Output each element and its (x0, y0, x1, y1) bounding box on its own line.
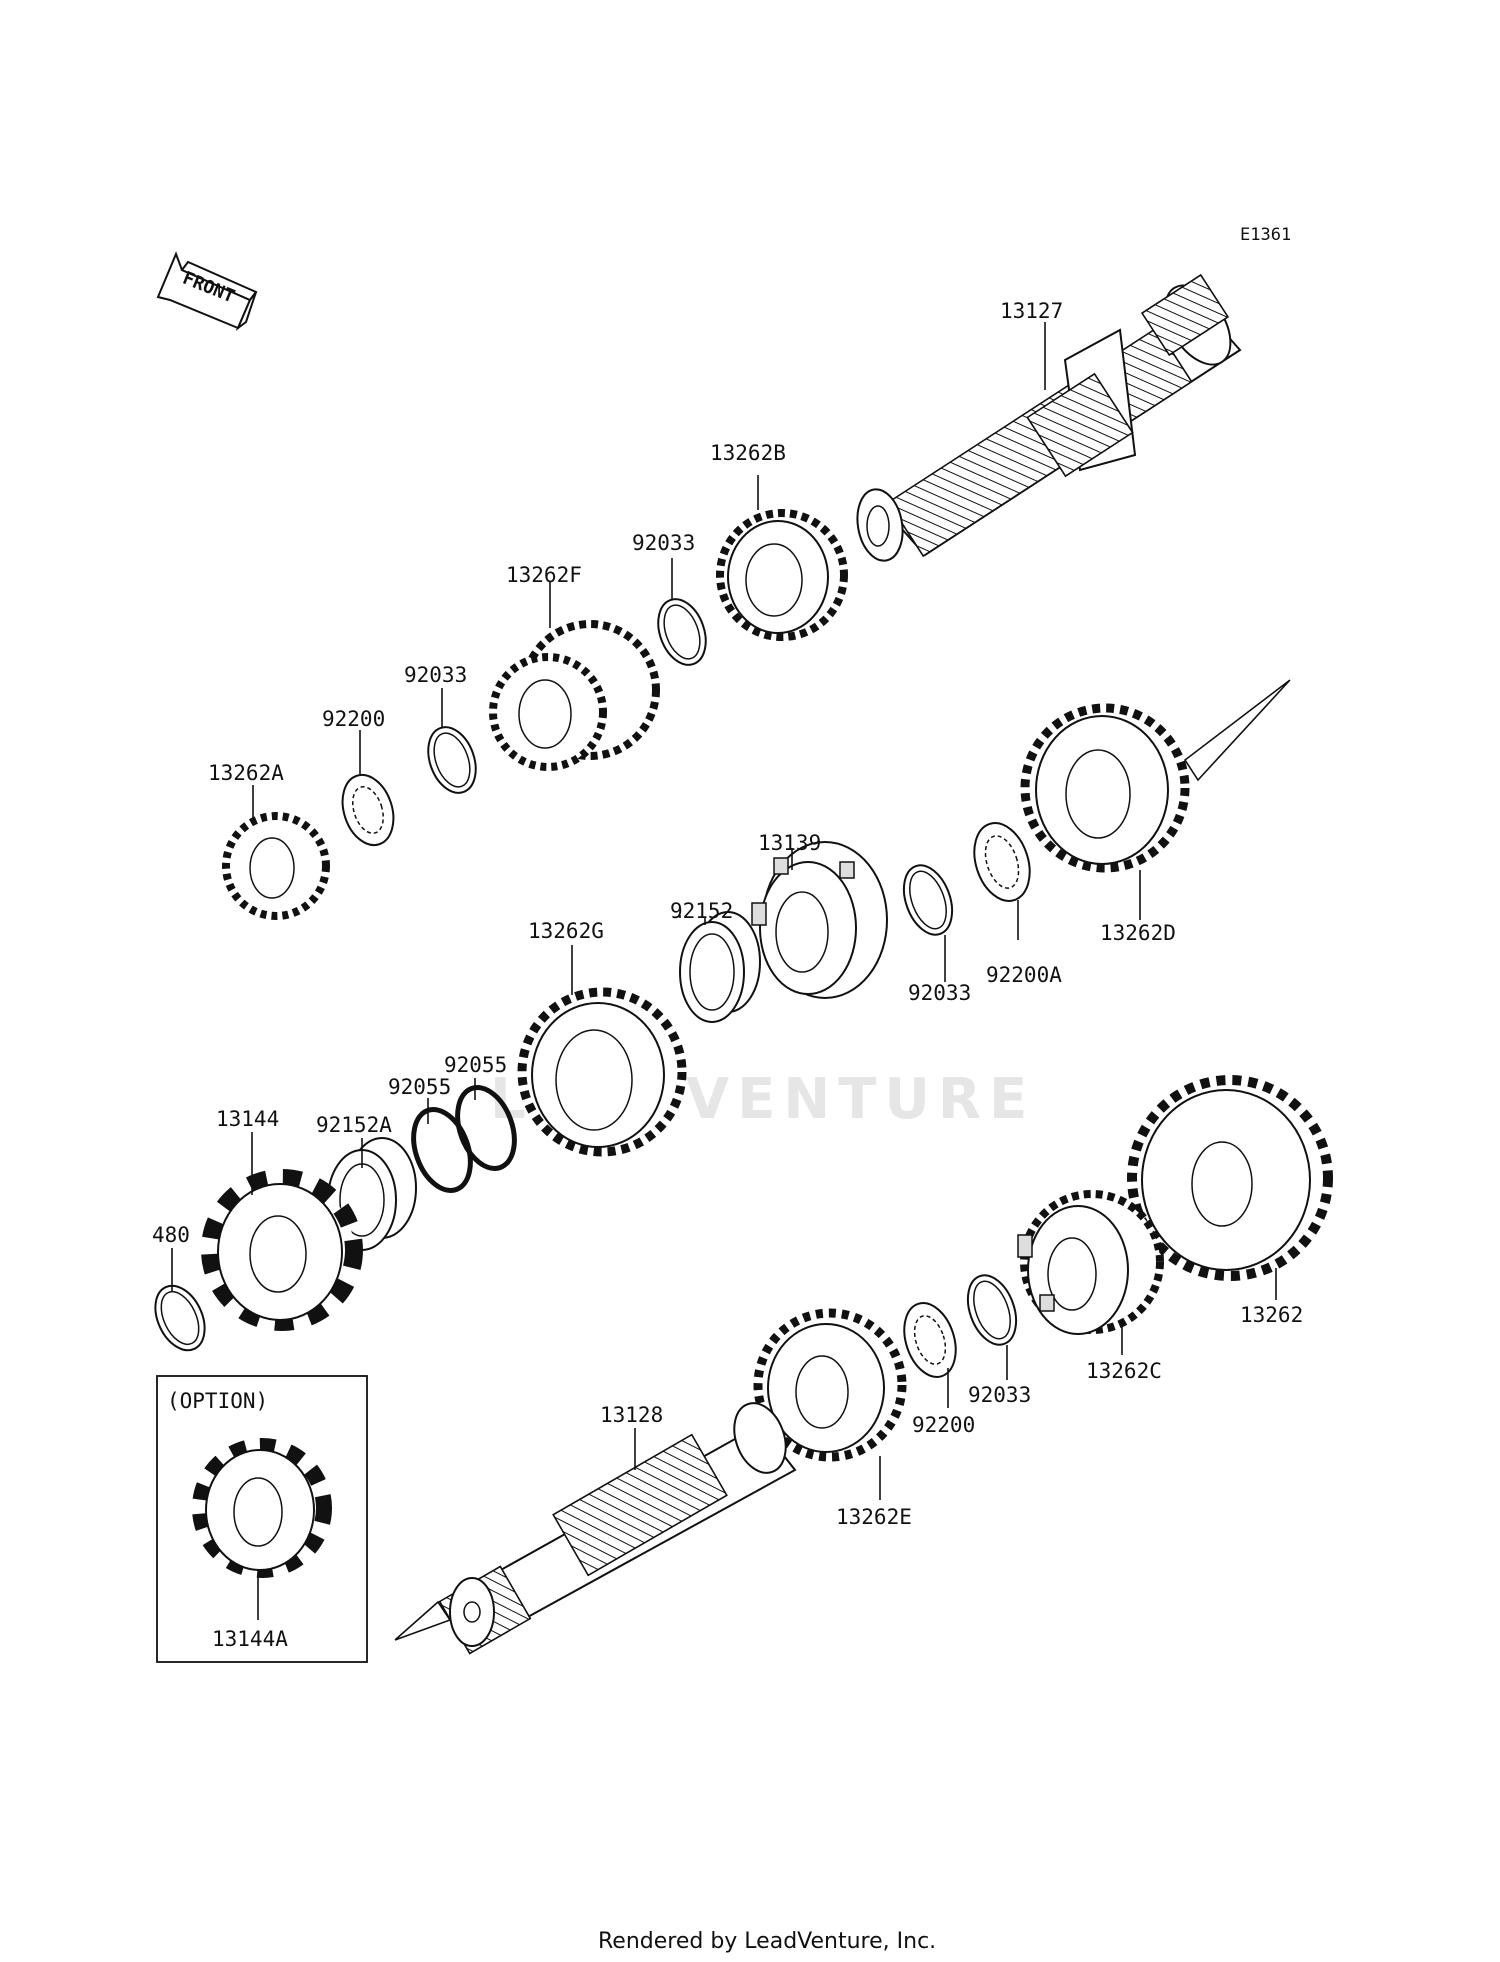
option-label: (OPTION) (167, 1389, 268, 1413)
circlip-92033-left (427, 726, 477, 794)
gear-13262F (489, 620, 660, 771)
label-92200A: 92200A (986, 963, 1062, 987)
label-92033-left: 92033 (404, 663, 467, 687)
circlip-92033-upper (657, 598, 707, 666)
label-92152: 92152 (670, 899, 733, 923)
label-92200-upper: 92200 (322, 707, 385, 731)
footer-credit: Rendered by LeadVenture, Inc. (598, 1929, 936, 1954)
label-13262E: 13262E (836, 1505, 912, 1529)
label-92033-middle: 92033 (908, 981, 971, 1005)
label-13262: 13262 (1240, 1303, 1303, 1327)
washer-92200-upper (341, 773, 395, 847)
label-13127: 13127 (1000, 299, 1063, 323)
label-92033-lower: 92033 (968, 1383, 1031, 1407)
label-13262F: 13262F (506, 563, 582, 587)
circlip-92033-middle (902, 864, 954, 936)
label-92200-lower: 92200 (912, 1413, 975, 1437)
label-92152A: 92152A (316, 1113, 392, 1137)
gear-13262B (716, 509, 848, 641)
washer-92200A (973, 822, 1031, 902)
gear-13262 (1127, 1075, 1333, 1281)
part-labels: 13127 13262B 92033 13262F 92033 92200 13… (152, 299, 1303, 1651)
sprocket-13144A (192, 1438, 332, 1578)
label-480: 480 (152, 1223, 190, 1247)
gear-13262E (753, 1308, 907, 1462)
label-13262G: 13262G (528, 919, 604, 943)
shaft-13128 (394, 1402, 797, 1655)
label-13128: 13128 (600, 1403, 663, 1427)
front-arrow-icon: FRONT (156, 251, 258, 332)
label-13139: 13139 (758, 831, 821, 855)
label-13262D: 13262D (1100, 921, 1176, 945)
label-13144A: 13144A (212, 1627, 288, 1651)
label-13144: 13144 (216, 1107, 279, 1131)
gear-13262A (222, 812, 330, 920)
label-92055-left: 92055 (388, 1075, 451, 1099)
circlip-480 (154, 1284, 206, 1352)
sprocket-13144 (201, 1169, 363, 1331)
label-13262B: 13262B (710, 441, 786, 465)
option-box: (OPTION) (156, 1375, 368, 1663)
gear-13262G (517, 987, 687, 1157)
washer-92200-lower (903, 1302, 957, 1378)
label-92033-upper: 92033 (632, 531, 695, 555)
gear-13262C (1017, 1190, 1164, 1335)
shifter-13139 (751, 841, 888, 999)
label-13262C: 13262C (1086, 1359, 1162, 1383)
leader-lines (171, 322, 1277, 1620)
label-92055-right: 92055 (444, 1053, 507, 1077)
label-13262A: 13262A (208, 761, 284, 785)
gear-13262D (1020, 679, 1291, 873)
oring-92055-right (455, 1085, 517, 1171)
bushing-92152 (679, 911, 761, 1023)
circlip-92033-lower (966, 1274, 1018, 1346)
diagram-code: E1361 (1240, 225, 1291, 245)
shaft-13127 (856, 273, 1242, 562)
